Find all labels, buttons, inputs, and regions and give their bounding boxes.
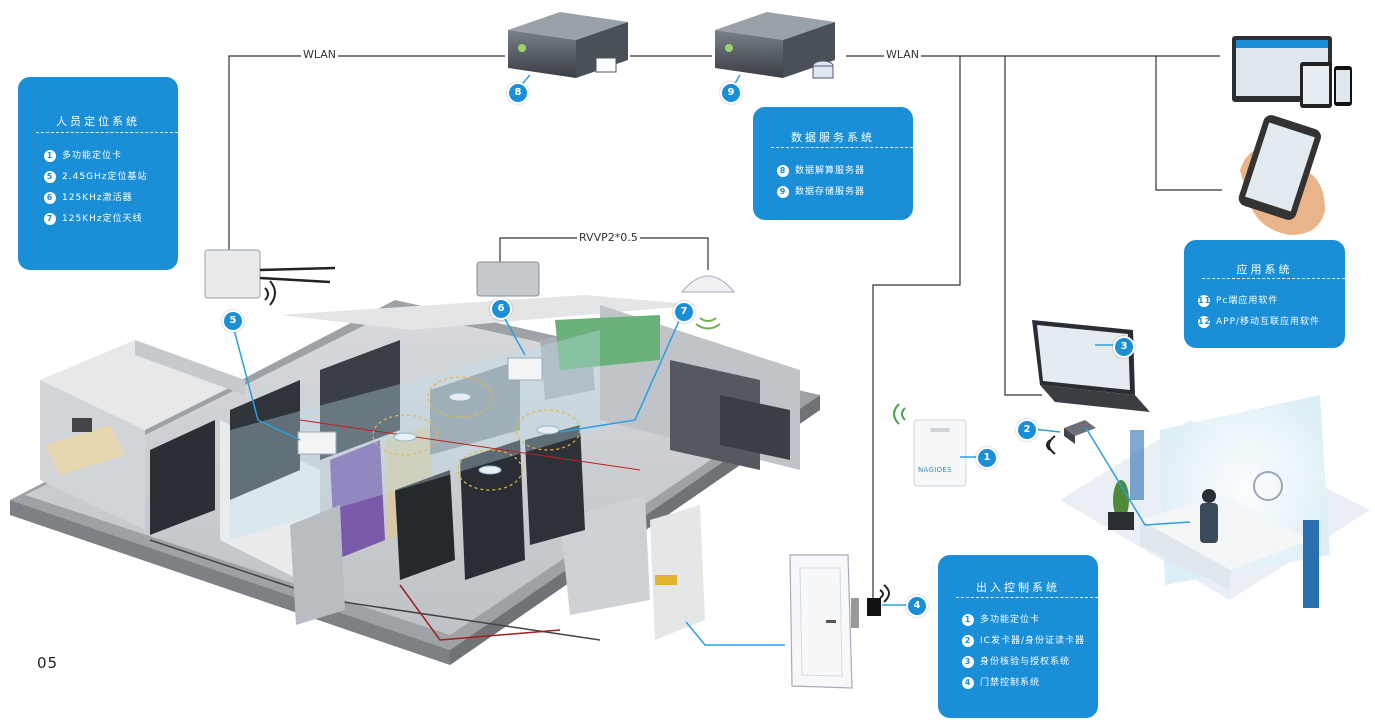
- ceiling-antennas: [393, 392, 560, 475]
- tag-brand-label: NAGIOES: [918, 466, 952, 474]
- in-room-activator: [507, 357, 543, 381]
- badge-5: 5: [222, 310, 244, 332]
- pc-devices: [1232, 36, 1352, 108]
- box-divider: [771, 147, 913, 148]
- box-title: 出入控制系统: [976, 581, 1060, 594]
- badge-8: 8: [507, 82, 529, 104]
- wlan-label-right: WLAN: [884, 48, 922, 61]
- activator-device: [476, 261, 540, 297]
- reception-area: [1060, 395, 1370, 608]
- in-room-base-station: [297, 431, 337, 455]
- badge-4: 4: [906, 595, 928, 617]
- door: [789, 554, 859, 689]
- badge-3: 3: [1113, 336, 1135, 358]
- box-title: 应用系统: [1236, 263, 1293, 276]
- badge-1: 1: [976, 447, 998, 469]
- positioning-card: [893, 403, 967, 487]
- laptop-device: [1032, 320, 1150, 412]
- box-divider: [36, 132, 178, 133]
- wlan-label-left: WLAN: [301, 48, 339, 61]
- badge-6: 6: [490, 298, 512, 320]
- badge-7: 7: [673, 301, 695, 323]
- positioning-antenna-device: [680, 275, 736, 330]
- door-reader-device: [867, 584, 890, 616]
- badge-2: 2: [1016, 419, 1038, 441]
- base-station-device: [204, 249, 336, 306]
- box-divider: [1202, 278, 1345, 279]
- box-title: 人员定位系统: [56, 115, 140, 128]
- box-title: 数据服务系统: [791, 131, 875, 144]
- positioning-zones: [372, 376, 581, 491]
- compute-server: [508, 12, 628, 78]
- cable-label: RVVP2*0.5: [577, 231, 640, 244]
- data-center-building: [10, 295, 820, 665]
- card-reader-device: [1046, 420, 1096, 455]
- box-divider: [956, 597, 1098, 598]
- callout-lines: [231, 74, 1191, 646]
- storage-server: [715, 12, 835, 79]
- page-number: 05: [37, 654, 59, 672]
- mobile-app-device: [1238, 115, 1325, 235]
- badge-9: 9: [720, 82, 742, 104]
